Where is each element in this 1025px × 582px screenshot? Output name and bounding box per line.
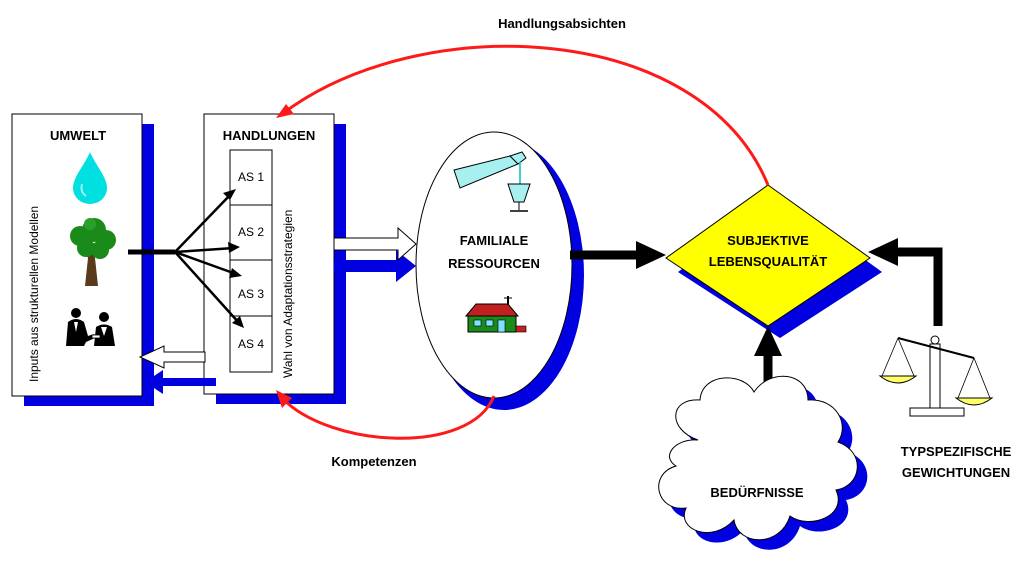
cloud-body — [658, 375, 858, 541]
wahl-vertical-label: Wahl von Adaptationsstrategien — [281, 210, 295, 378]
tree-to-strategies-arrows — [128, 189, 244, 328]
beduerfnisse-label: BEDÜRFNISSE — [710, 485, 804, 500]
strategy-as2: AS 2 — [238, 225, 264, 239]
typspezifische-label: TYPSPEZIFISCHE — [901, 444, 1012, 459]
people-handshake-icon — [66, 308, 115, 346]
umwelt-box: UMWELT Inputs aus strukturellen Modellen — [11, 113, 154, 406]
house-icon — [464, 296, 527, 333]
handlungen-box: HANDLUNGEN AS 1 AS 2 AS 3 AS 4 Wahl von … — [203, 113, 346, 404]
strategy-as3: AS 3 — [238, 287, 264, 301]
handlungen-to-ressourcen-arrow — [333, 226, 417, 282]
kompetenzen-label: Kompetenzen — [331, 454, 416, 469]
subjektive-label: SUBJEKTIVE — [727, 233, 809, 248]
gewichtungen-to-lebensqualitaet-arrow — [868, 238, 943, 326]
beduerfnisse-cloud: BEDÜRFNISSE — [658, 375, 868, 550]
pouring-glass-icon — [453, 151, 531, 212]
strategies-column — [229, 149, 273, 373]
strategy-as4: AS 4 — [238, 337, 264, 351]
balance-scale-icon — [878, 335, 994, 417]
water-drop-icon — [73, 152, 107, 204]
ressourcen-to-lebensqualitaet-arrow — [570, 241, 666, 269]
tree-icon — [70, 218, 116, 286]
familiale-label: FAMILIALE — [460, 233, 529, 248]
handlungen-title: HANDLUNGEN — [223, 128, 315, 143]
ressourcen-label: RESSOURCEN — [448, 256, 540, 271]
handlungsabsichten-arrow — [276, 44, 770, 186]
gewichtungen-label: GEWICHTUNGEN — [902, 465, 1010, 480]
umwelt-box-body — [11, 113, 143, 397]
lebensqualitaet-diamond: SUBJEKTIVE LEBENSQUALITÄT — [665, 184, 882, 338]
kompetenzen-arrow — [276, 390, 496, 440]
lebensqualitaet-label: LEBENSQUALITÄT — [709, 254, 828, 269]
handlungsabsichten-label: Handlungsabsichten — [498, 16, 626, 31]
handlungen-to-umwelt-arrow — [138, 345, 216, 394]
inputs-vertical-label: Inputs aus strukturellen Modellen — [27, 206, 41, 382]
umwelt-title: UMWELT — [50, 128, 106, 143]
strategy-as1: AS 1 — [238, 170, 264, 184]
ressourcen-ellipse: FAMILIALE RESSOURCEN — [415, 131, 584, 410]
